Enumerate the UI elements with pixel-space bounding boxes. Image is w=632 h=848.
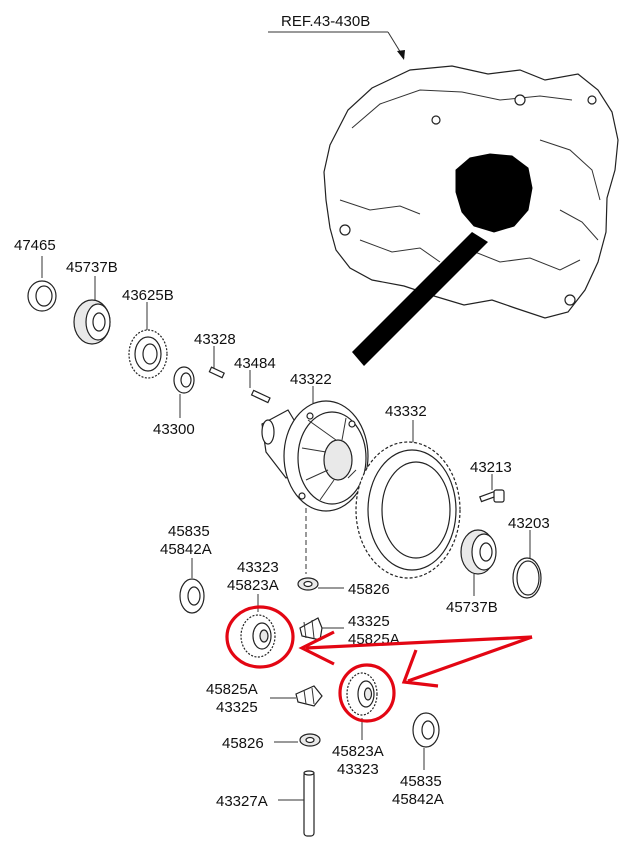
highlight-circle-top-side-gear [225,605,295,669]
label-43323-top: 43323 [237,559,279,576]
assembly-pointer-band [352,232,488,366]
part-45826-washer-top: 45826 [297,577,390,598]
part-45826-washer-bottom: 45826 [222,733,321,752]
label-45737B-top: 45737B [66,259,118,276]
label-43325-left: 43325 [216,699,258,716]
label-43328: 43328 [194,331,236,348]
highlight-circle-bottom-side-gear [338,663,396,723]
label-45842A-bottom: 45842A [392,791,444,808]
red-arrowhead-top-icon [298,630,335,666]
part-43484-pin: 43484 [234,355,276,404]
label-45826-top: 45826 [348,581,390,598]
label-45823A-bottom: 45823A [332,743,384,760]
label-43332: 43332 [385,403,427,420]
housing-opening [455,153,533,233]
label-43322: 43322 [290,371,332,388]
part-43625B-gear: 43625B [122,287,174,379]
label-43300: 43300 [153,421,195,438]
red-arrowhead-bottom-icon [401,649,439,688]
part-43300-ring: 43300 [153,366,195,438]
part-45825A-pinion-left: 45825A 43325 [206,681,323,716]
part-43322-differential-case: 43322 [261,371,369,574]
label-43213: 43213 [470,459,512,476]
red-arrow-to-bottom-gear [407,635,533,683]
label-43323-bottom: 43323 [337,761,379,778]
label-43625B: 43625B [122,287,174,304]
label-45835-bottom: 45835 [400,773,442,790]
label-43203: 43203 [508,515,550,532]
part-43323-side-gear-top: 43323 45823A [227,559,279,658]
part-43213-bolt: 43213 [470,459,512,503]
part-45835-washer-bottom: 45835 45842A [392,712,444,808]
highlight-annotations [225,605,533,723]
label-45835-left: 45835 [168,523,210,540]
label-45823A-top: 45823A [227,577,279,594]
label-45826-bottom: 45826 [222,735,264,752]
label-43484: 43484 [234,355,276,372]
reference-label: REF.43-430B [281,13,370,30]
part-45823A-side-gear-bottom: 45823A 43323 [332,672,384,778]
part-45737B-bearing-bottom: 45737B [446,529,498,616]
transmission-housing [323,65,619,366]
reference-arrow-icon [397,50,405,60]
part-47465-seal: 47465 [14,237,57,312]
red-arrow-to-top-gear [305,635,533,650]
label-47465: 47465 [14,237,56,254]
part-45835-washer-left: 45835 45842A [160,523,212,614]
label-43327A: 43327A [216,793,268,810]
label-45825A-left: 45825A [206,681,258,698]
part-43203-ring: 43203 [508,515,550,599]
part-43332-ring-gear: 43332 [355,403,461,579]
part-43327A-shaft: 43327A [216,770,315,837]
label-43325-right: 43325 [348,613,390,630]
part-45737B-bearing-top: 45737B [66,259,118,345]
part-43328-pin: 43328 [194,331,236,379]
label-45737B-bottom: 45737B [446,599,498,616]
reference-callout: REF.43-430B [268,13,405,60]
label-45842A-left: 45842A [160,541,212,558]
